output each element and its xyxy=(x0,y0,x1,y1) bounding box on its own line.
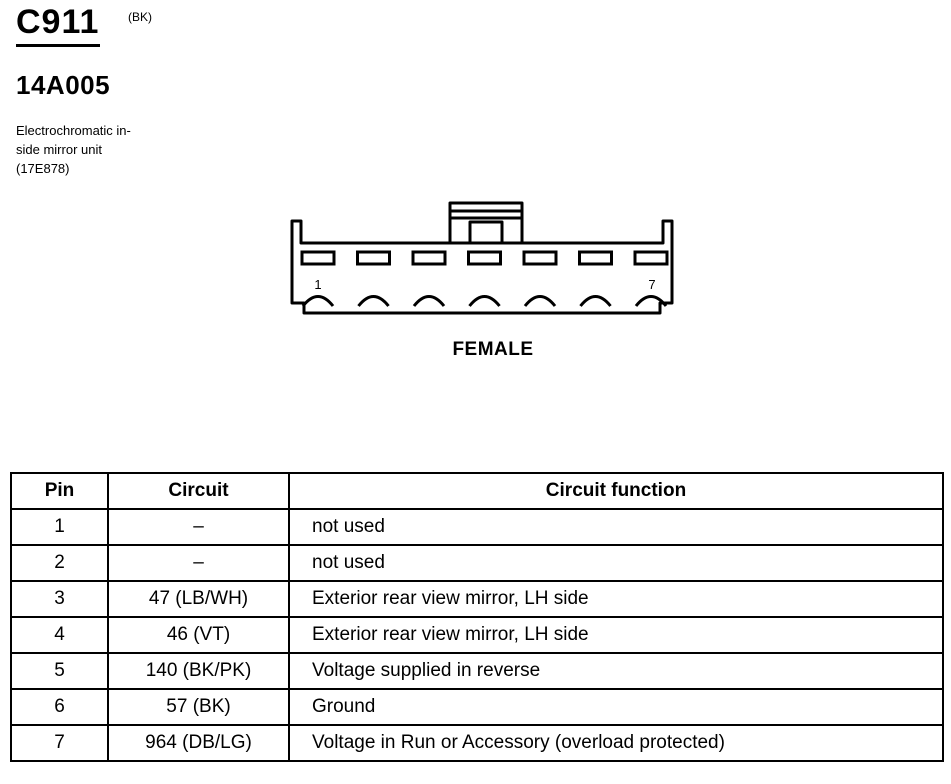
component-description: Electrochromatic in- side mirror unit (1… xyxy=(16,121,196,178)
table-row: 2–not used xyxy=(10,544,944,582)
description-line: (17E878) xyxy=(16,161,70,176)
connector-view-label: FEMALE xyxy=(452,339,534,360)
function-cell: Voltage in Run or Accessory (overload pr… xyxy=(288,724,944,762)
circuit-cell: – xyxy=(107,544,290,582)
connector-id: C911 xyxy=(16,3,100,41)
function-cell: Exterior rear view mirror, LH side xyxy=(288,580,944,618)
pin-cell: 7 xyxy=(10,724,109,762)
locking-tab-latch xyxy=(468,220,504,245)
pin-label-last: 7 xyxy=(648,277,655,292)
description-line: side mirror unit xyxy=(16,142,102,157)
cavity-slot xyxy=(300,250,336,266)
function-cell: not used xyxy=(288,508,944,546)
circuit-cell: 57 (BK) xyxy=(107,688,290,726)
pin-cell: 6 xyxy=(10,688,109,726)
connector-housing xyxy=(290,219,674,315)
function-cell: not used xyxy=(288,544,944,582)
table-header-row: Pin Circuit Circuit function xyxy=(10,472,944,510)
cavity-terminal xyxy=(468,295,501,307)
column-header-circuit: Circuit xyxy=(107,472,290,510)
circuit-cell: 47 (LB/WH) xyxy=(107,580,290,618)
cavity-slot xyxy=(356,250,391,266)
cavity-terminal xyxy=(579,295,612,307)
table-row: 1–not used xyxy=(10,508,944,546)
pin-cell: 3 xyxy=(10,580,109,618)
cavity-slot xyxy=(411,250,447,266)
description-line: Electrochromatic in- xyxy=(16,123,131,138)
function-cell: Voltage supplied in reverse xyxy=(288,652,944,690)
cavity-slot xyxy=(633,250,669,266)
circuit-cell: – xyxy=(107,508,290,546)
pin-label-first: 1 xyxy=(314,277,321,292)
cavity-slot xyxy=(467,250,502,266)
function-cell: Ground xyxy=(288,688,944,726)
pin-cell: 5 xyxy=(10,652,109,690)
pin-cell: 1 xyxy=(10,508,109,546)
connector-id-underline xyxy=(16,44,100,47)
cavity-slot xyxy=(522,250,558,266)
cavity-terminal xyxy=(634,295,668,307)
cavity-terminal xyxy=(523,295,557,307)
cavity-terminal xyxy=(301,295,335,307)
cavity-terminal xyxy=(412,295,446,307)
cavity-terminal xyxy=(357,295,390,307)
cavity-slot xyxy=(578,250,613,266)
pin-cell: 2 xyxy=(10,544,109,582)
connector-color: (BK) xyxy=(128,10,152,24)
function-cell: Exterior rear view mirror, LH side xyxy=(288,616,944,654)
column-header-function: Circuit function xyxy=(288,472,944,510)
circuit-cell: 964 (DB/LG) xyxy=(107,724,290,762)
circuit-cell: 140 (BK/PK) xyxy=(107,652,290,690)
column-header-pin: Pin xyxy=(10,472,109,510)
circuit-cell: 46 (VT) xyxy=(107,616,290,654)
part-number: 14A005 xyxy=(16,70,111,100)
connector-face-diagram: 1 7 xyxy=(290,201,674,315)
pin-cell: 4 xyxy=(10,616,109,654)
